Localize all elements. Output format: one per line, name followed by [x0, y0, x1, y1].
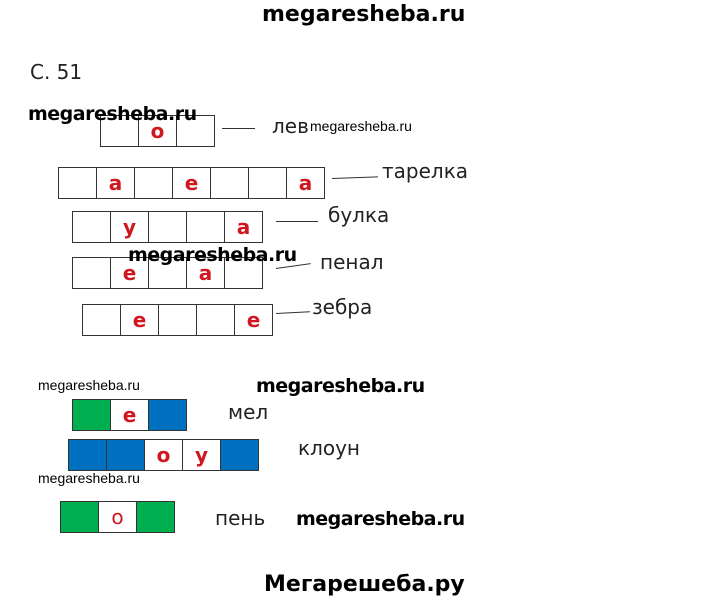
scheme-word: клоун — [298, 436, 361, 460]
letter-cell — [248, 167, 287, 199]
connector-line — [275, 311, 310, 314]
watermark: megaresheba.ru — [38, 470, 140, 486]
letter-cell: у — [110, 211, 149, 243]
page-number: С. 51 — [30, 60, 83, 84]
letter-cell: а — [224, 211, 263, 243]
scheme-word: мел — [228, 400, 269, 424]
watermark: megaresheba.ru — [38, 377, 140, 393]
letter-cell — [196, 304, 235, 336]
letter-cell — [72, 257, 111, 289]
connector-line — [331, 176, 378, 179]
letter-cell — [224, 257, 263, 289]
scheme-word: тарелка — [382, 159, 469, 183]
letter-cell — [72, 211, 111, 243]
letter-scheme-row: о — [100, 115, 215, 147]
scheme-word: лев — [272, 114, 309, 138]
site-footer: Мегарешеба.ру — [264, 572, 465, 597]
sound-cell-green — [60, 501, 99, 533]
sound-cell-blue — [106, 439, 145, 471]
letter-cell — [148, 211, 187, 243]
letter-cell: е — [120, 304, 159, 336]
watermark: megaresheba.ru — [128, 244, 297, 266]
sound-cell-white: е — [110, 399, 149, 431]
letter-cell: а — [286, 167, 325, 199]
sound-cell-white: о — [98, 501, 137, 533]
watermark: megaresheba.ru — [28, 103, 197, 125]
sound-cell-blue — [148, 399, 187, 431]
scheme-word: булка — [328, 203, 390, 227]
letter-cell — [82, 304, 121, 336]
scheme-word: зебра — [312, 295, 373, 319]
scheme-word: пень — [215, 506, 266, 530]
letter-cell — [134, 167, 173, 199]
sound-cell-green — [72, 399, 111, 431]
connector-line — [276, 221, 318, 222]
sound-cell-blue — [220, 439, 259, 471]
letter-cell: а — [96, 167, 135, 199]
letter-cell: е — [234, 304, 273, 336]
sound-cell-blue — [68, 439, 107, 471]
watermark: megaresheba.ru — [296, 508, 465, 530]
letter-cell — [186, 211, 225, 243]
site-header: megaresheba.ru — [262, 2, 466, 27]
letter-cell: е — [172, 167, 211, 199]
letter-cell — [58, 167, 97, 199]
scheme-word: пенал — [320, 250, 384, 274]
sound-cell-white: у — [182, 439, 221, 471]
sound-scheme-row: о — [60, 501, 175, 533]
sound-scheme-row: е — [72, 399, 187, 431]
watermark: megaresheba.ru — [256, 375, 425, 397]
letter-cell — [210, 167, 249, 199]
sound-cell-green — [136, 501, 175, 533]
connector-line — [222, 128, 255, 129]
letter-cell — [176, 115, 215, 147]
watermark: megaresheba.ru — [310, 118, 412, 134]
sound-cell-white: о — [144, 439, 183, 471]
letter-cell — [158, 304, 197, 336]
